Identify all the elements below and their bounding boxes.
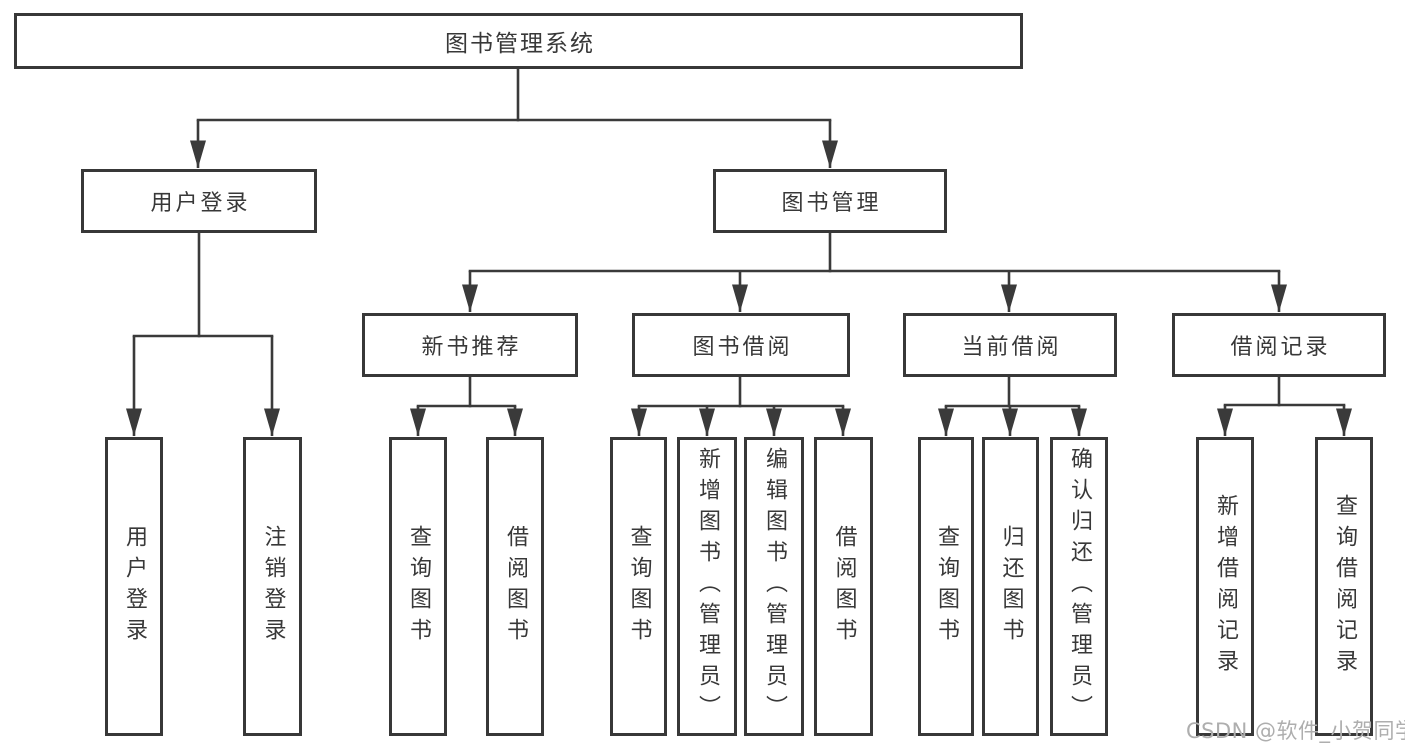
- leaf-label: 用户登录: [122, 524, 147, 649]
- connector-book-borrow: [631, 376, 851, 436]
- leaf-query-books-borrow: 查询图书: [610, 437, 667, 736]
- leaf-label: 新增图书（管理员）: [695, 447, 720, 726]
- node-label: 借阅记录: [1230, 335, 1331, 360]
- node-book-borrow: 图书借阅: [632, 313, 850, 377]
- leaf-label: 归还图书: [998, 524, 1024, 649]
- leaf-query-books-rec: 查询图书: [389, 437, 447, 736]
- node-label: 当前借阅: [961, 335, 1062, 360]
- connector-new-book-rec: [410, 376, 523, 436]
- leaf-borrow-books-rec: 借阅图书: [486, 437, 544, 736]
- leaf-label: 编辑图书（管理员）: [762, 447, 787, 726]
- connector-root: [190, 69, 838, 168]
- leaf-label: 查询图书: [934, 524, 959, 649]
- leaf-logout: 注销登录: [243, 437, 302, 736]
- leaf-edit-books-admin: 编辑图书（管理员）: [744, 437, 804, 736]
- leaf-label: 查询借阅记录: [1332, 493, 1357, 680]
- node-user-login: 用户登录: [81, 169, 317, 233]
- leaf-label: 新增借阅记录: [1213, 493, 1238, 680]
- leaf-label: 借阅图书: [831, 524, 857, 649]
- node-label: 新书推荐: [421, 335, 522, 360]
- leaf-add-books-admin: 新增图书（管理员）: [677, 437, 737, 736]
- leaf-label: 借阅图书: [503, 524, 528, 649]
- leaf-label: 确认归还（管理员）: [1067, 447, 1092, 726]
- leaf-query-borrow-record: 查询借阅记录: [1315, 437, 1373, 736]
- node-new-book-recommend: 新书推荐: [362, 313, 578, 377]
- node-label: 图书借阅: [692, 335, 793, 360]
- connector-book-management: [462, 232, 1287, 312]
- leaf-query-books-current: 查询图书: [918, 437, 974, 736]
- node-label: 图书管理系统: [445, 31, 595, 57]
- leaf-label: 查询图书: [406, 524, 431, 649]
- leaf-label: 查询图书: [626, 524, 652, 649]
- csdn-watermark: CSDN @软件_小贺同学: [1186, 719, 1405, 743]
- node-label: 用户登录: [150, 191, 251, 216]
- leaf-confirm-return-admin: 确认归还（管理员）: [1050, 437, 1108, 736]
- leaf-label: 注销登录: [260, 524, 286, 649]
- connector-current-borrow: [938, 376, 1087, 436]
- node-library-management-system: 图书管理系统: [14, 13, 1023, 69]
- leaf-borrow-books: 借阅图书: [814, 437, 873, 736]
- leaf-add-borrow-record: 新增借阅记录: [1196, 437, 1254, 736]
- node-borrow-record: 借阅记录: [1172, 313, 1386, 377]
- leaf-user-login: 用户登录: [105, 437, 163, 736]
- node-book-management: 图书管理: [713, 169, 947, 233]
- node-label: 图书管理: [781, 191, 882, 216]
- connector-borrow-record: [1217, 376, 1352, 436]
- connector-user-login: [126, 232, 280, 436]
- leaf-return-books: 归还图书: [982, 437, 1039, 736]
- node-current-borrow: 当前借阅: [903, 313, 1117, 377]
